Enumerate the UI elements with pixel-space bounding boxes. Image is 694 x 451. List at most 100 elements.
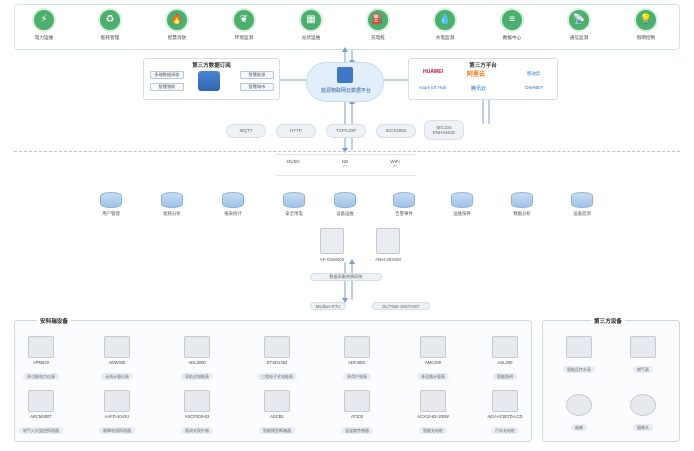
- module-item[interactable]: 能耗分析: [155, 192, 189, 217]
- database-cylinder-icon: [334, 192, 356, 208]
- signal-tower-icon: 📡: [567, 8, 591, 32]
- recycle-icon: ♻: [98, 8, 122, 32]
- gateway-device[interactable]: AF-GSM400: [312, 228, 352, 262]
- bulb-icon: 💡: [634, 8, 658, 32]
- gateway-image: [320, 228, 344, 254]
- device-name: 智能微型断路器: [259, 427, 295, 434]
- network-label: WiFi: [390, 159, 400, 164]
- app-energy-mgmt[interactable]: ♻ 能耗管理: [85, 8, 135, 41]
- app-data-center[interactable]: ≡数据中心: [487, 8, 537, 41]
- protocol-mqtt: MQTT: [226, 124, 266, 138]
- module-item[interactable]: 报表统计: [216, 192, 250, 217]
- third-party-platform-panel: 第三方平台 HUAWEI 阿里云 Azure IoT Hub 腾讯云 OneNE…: [408, 58, 558, 100]
- device-image: [420, 336, 446, 358]
- app-comms[interactable]: 📡 通信监测: [554, 8, 604, 41]
- device-card[interactable]: AEV-AC007D-LCD 汽车充电桩: [474, 390, 536, 437]
- device-name: 汽车充电桩: [491, 427, 519, 434]
- protocol-label: IEC104: [436, 124, 452, 130]
- network-nb: NB◠: [330, 159, 360, 171]
- water-drop-icon: 💧: [433, 8, 457, 32]
- app-label: 通信监测: [569, 35, 589, 40]
- device-model: AEV-AC007D-LCD: [487, 414, 523, 419]
- device-model: ADW300: [108, 360, 126, 365]
- device-image: [344, 336, 370, 358]
- bus-dlt645: DL/T645-1997/2007: [372, 302, 430, 310]
- module-label: 用户管理: [102, 211, 120, 216]
- app-lighting[interactable]: 💡 照明控制: [621, 8, 671, 41]
- device-name: 多回路计量表: [417, 373, 449, 380]
- bus-modbus: Modbus-RTU: [310, 302, 346, 310]
- module-item[interactable]: 告警事件: [387, 192, 421, 217]
- device-image: [184, 390, 210, 412]
- module-item[interactable]: 运维保养: [445, 192, 479, 217]
- platform-name: 能源物联网云数据平台: [320, 88, 371, 94]
- device-card[interactable]: AMC200 多回路计量表: [402, 336, 464, 383]
- module-label: 设备运维: [336, 211, 354, 216]
- application-row: ⚡电力运维 ♻ 能耗管理 🔥智慧消防 ❦环境监测 ▦光伏运维 ⛽充电桩 💧水电监测…: [14, 4, 680, 50]
- device-name: 智能远传水表: [563, 366, 595, 373]
- database-cylinder-icon: [393, 192, 415, 208]
- database-icon: [198, 71, 220, 91]
- cloud-platform[interactable]: 能源物联网云数据平台: [306, 62, 384, 102]
- database-cylinder-icon: [283, 192, 305, 208]
- gateway-model: ANet-2E4SM: [375, 257, 401, 262]
- device-model: ARCM300T: [30, 414, 52, 419]
- module-item[interactable]: 用户管理: [94, 192, 128, 217]
- network-4g: 4G/5G: [278, 159, 308, 164]
- device-name: 燃气表: [633, 366, 653, 373]
- device-name: 烟感: [571, 424, 587, 431]
- database-cylinder-icon: [222, 192, 244, 208]
- database-cylinder-icon: [161, 192, 183, 208]
- device-model: DTSD1352: [266, 360, 288, 365]
- gateway-device[interactable]: ANet-2E4SM: [368, 228, 408, 262]
- module-item[interactable]: 设备监测: [565, 192, 599, 217]
- device-name: 导轨式电能表: [181, 373, 213, 380]
- module-label: 告警事件: [395, 211, 413, 216]
- charger-icon: ⛽: [366, 8, 390, 32]
- device-model: AMC200: [424, 360, 442, 365]
- device-card[interactable]: 燃气表: [612, 336, 674, 376]
- app-label: 能耗管理: [100, 35, 120, 40]
- device-card[interactable]: 烟感: [548, 394, 610, 434]
- module-item[interactable]: 数据分析: [505, 192, 539, 217]
- database-icon: ≡: [500, 8, 524, 32]
- database-cylinder-icon: [511, 192, 533, 208]
- app-water-power[interactable]: 💧水电监测: [420, 8, 470, 41]
- device-name: 多功能电力仪表: [23, 373, 59, 380]
- app-label: 照明控制: [636, 35, 656, 40]
- app-solar[interactable]: ▦光伏运维: [286, 8, 336, 41]
- app-charger[interactable]: ⛽充电桩: [353, 8, 403, 41]
- third-party-subscription-panel: 第三方数据订阅 多端数据接收 智慧物联 智慧能源 智慧城市: [143, 58, 280, 100]
- app-label: 智慧消防: [167, 35, 187, 40]
- device-name: 智能照明: [493, 373, 517, 380]
- panel-title: 第三方数据订阅: [192, 63, 231, 69]
- device-card[interactable]: 智能远传水表: [548, 336, 610, 376]
- device-name: 三相电子式电能表: [257, 373, 297, 380]
- device-image: [344, 390, 370, 412]
- device-card[interactable]: ADW300 无线计量仪表: [86, 336, 148, 383]
- vendor-onenet: OneNET: [525, 85, 543, 90]
- protocol-tcp-udp: TCP/UDP: [326, 124, 366, 138]
- app-power-ops[interactable]: ⚡电力运维: [19, 8, 69, 41]
- app-environment[interactable]: ❦环境监测: [219, 8, 269, 41]
- device-image: [104, 336, 130, 358]
- wifi-icon: ◠: [342, 165, 348, 171]
- device-card[interactable]: DTSD1352 三相电子式电能表: [246, 336, 308, 383]
- module-item[interactable]: 设备运维: [328, 192, 362, 217]
- device-name: 无线计量仪表: [101, 373, 133, 380]
- module-item[interactable]: 安全用电: [277, 192, 311, 217]
- device-card[interactable]: 摄像头: [612, 394, 674, 434]
- device-image: [28, 336, 54, 358]
- network-label: 4G/5G: [286, 159, 300, 164]
- app-fire-safety[interactable]: 🔥智慧消防: [152, 8, 202, 41]
